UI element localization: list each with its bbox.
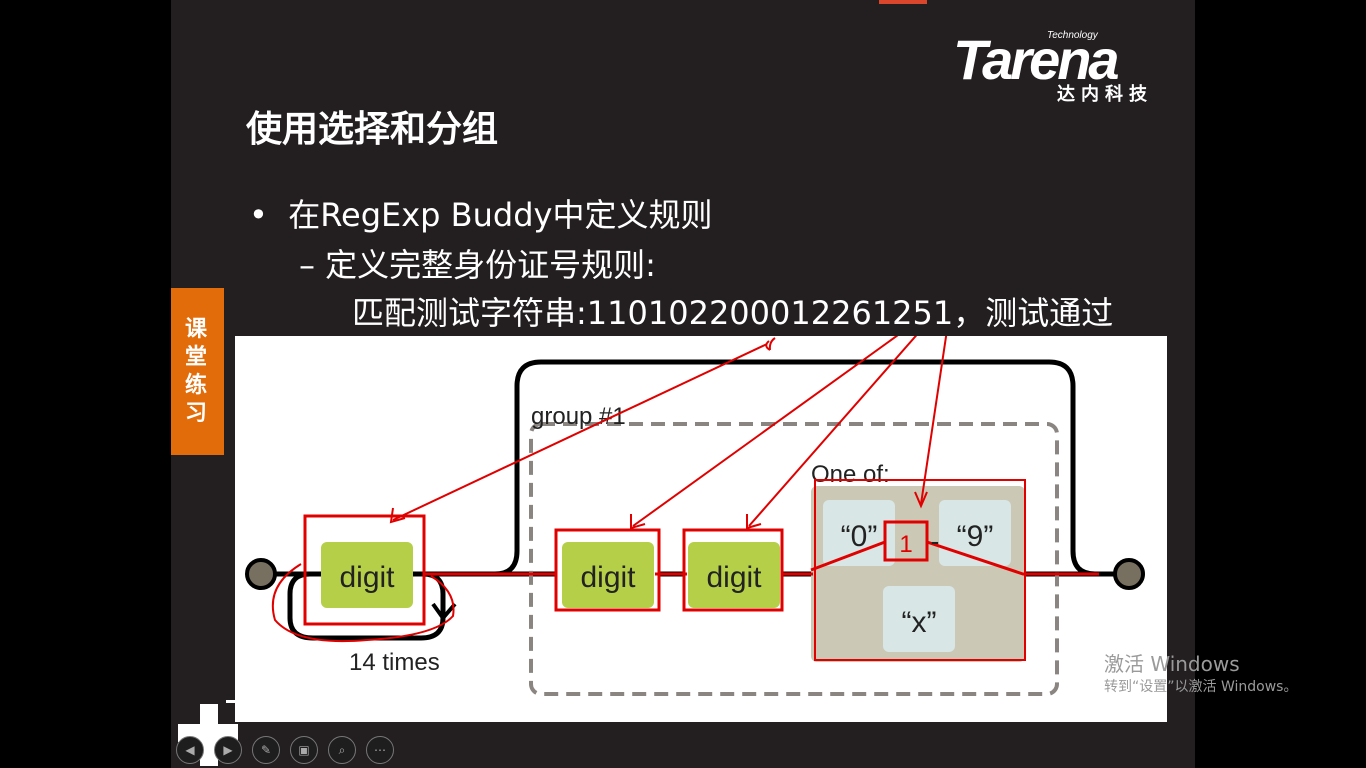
- annot-arrow-3: [748, 329, 922, 527]
- char-x-label: “x”: [902, 606, 937, 639]
- arrowhead-2: [630, 514, 646, 530]
- digit-label-3: digit: [706, 561, 762, 594]
- digit-box-3: [688, 542, 780, 608]
- range-dash: -: [931, 526, 940, 556]
- activation-watermark-text: 转到“设置”以激活 Windows。: [1104, 679, 1298, 695]
- bullet-1-text: 在RegExp Buddy中定义规则: [288, 196, 713, 234]
- char-9-label: “9”: [957, 520, 994, 553]
- regex-railroad-svg: group #1 One of: “0” “9” “x” digit digit…: [245, 329, 1145, 696]
- regex-diagram: group #1 One of: “0” “9” “x” digit digit…: [235, 329, 1167, 722]
- next-icon[interactable]: ▶: [214, 736, 242, 764]
- slides-icon[interactable]: ▣: [290, 736, 318, 764]
- annot-arrow-1: [392, 343, 768, 521]
- annot-rect-digit-2: [554, 528, 661, 612]
- loop-arrow: [431, 602, 457, 622]
- group-label: group #1: [531, 403, 626, 430]
- arrowhead-3: [746, 514, 762, 530]
- repeat-loop: [287, 571, 446, 641]
- bullet-3: 匹配测试字符串:110102200012261251，测试通过: [352, 294, 1114, 332]
- bullet-2: – 定义完整身份证号规则:: [299, 246, 656, 284]
- bullet-1: • 在RegExp Buddy中定义规则: [249, 196, 713, 234]
- annot-brace: [765, 337, 776, 351]
- end-node: [1113, 558, 1145, 590]
- presentation-slide: Technology Tarena 达内科技 使用选择和分组 • 在RegExp…: [171, 0, 1195, 768]
- prev-icon[interactable]: ◀: [176, 736, 204, 764]
- arrowhead-1: [389, 507, 406, 524]
- digit-box-1: [321, 542, 413, 608]
- digit-label-1: digit: [339, 561, 395, 594]
- annot-rect-digit-3: [682, 528, 784, 612]
- pen-icon[interactable]: ✎: [252, 736, 280, 764]
- zoom-icon[interactable]: ⌕: [328, 736, 356, 764]
- annot-rect-digit-1: [303, 514, 426, 626]
- one-of-label: One of:: [811, 461, 890, 488]
- tarena-logo: Technology Tarena 达内科技: [953, 26, 1163, 106]
- logo-technology-text: Technology: [1047, 30, 1098, 41]
- annot-one-label: 1: [899, 531, 912, 558]
- logo-chinese-name: 达内科技: [1057, 84, 1153, 105]
- char-box-x: [883, 586, 955, 652]
- annot-arrow-2: [632, 329, 906, 527]
- logo-name: Tarena: [953, 28, 1120, 91]
- top-marker: [879, 0, 927, 4]
- group-box: [529, 422, 1059, 696]
- start-node: [245, 558, 277, 590]
- digit-box-2: [562, 542, 654, 608]
- repeat-label: 14 times: [349, 649, 440, 676]
- annot-rect-one: [883, 520, 929, 562]
- side-tab-label: 课堂练习: [185, 317, 208, 426]
- digit-label-2: digit: [580, 561, 636, 594]
- arrowhead-4: [914, 491, 928, 509]
- red-annotations: [271, 329, 1099, 661]
- slide-title: 使用选择和分组: [246, 109, 499, 150]
- annot-path-one: [810, 540, 1099, 576]
- annot-arrow-4: [920, 329, 948, 505]
- more-icon[interactable]: ⋯: [366, 736, 394, 764]
- activation-watermark-title: 激活 Windows: [1104, 652, 1240, 676]
- char-box-0: [823, 500, 895, 566]
- bypass-arc: [494, 359, 1096, 577]
- side-tab: 课堂练习: [171, 288, 224, 455]
- annot-loop: [271, 563, 455, 643]
- char-box-9: [939, 500, 1011, 566]
